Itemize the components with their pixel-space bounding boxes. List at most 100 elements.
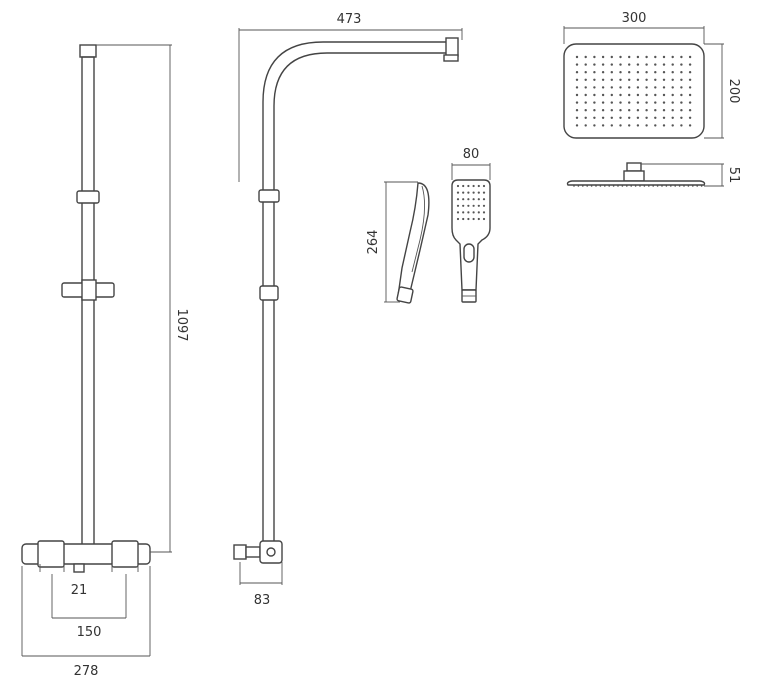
- nozzle-dot: [619, 55, 622, 59]
- nozzle-dot: [688, 86, 692, 89]
- handset-height-label: 264: [366, 230, 381, 255]
- nozzle-dot: [688, 78, 692, 82]
- nozzle-dot: [619, 101, 622, 104]
- nozzle-dot: [462, 217, 465, 221]
- head-height-label: 51: [726, 167, 741, 184]
- nozzle-dot: [456, 211, 460, 214]
- nozzle-dot: [477, 198, 480, 201]
- nozzle-dot: [688, 109, 692, 112]
- nozzle-dot: [586, 185, 588, 187]
- handset-side-view: 264: [366, 181, 430, 304]
- nozzle-dot: [472, 198, 475, 201]
- nozzle-dot: [593, 86, 596, 89]
- nozzle-dot: [582, 185, 584, 187]
- nozzle-dot: [462, 204, 465, 207]
- nozzle-dot: [472, 191, 475, 194]
- nozzle-dot: [696, 185, 698, 187]
- nozzle-dot: [636, 109, 640, 112]
- nozzle-dot: [683, 185, 685, 187]
- nozzle-dot: [628, 78, 631, 82]
- nozzle-dot: [628, 63, 631, 66]
- nozzle-dot: [662, 78, 666, 82]
- nozzle-dot: [593, 124, 596, 127]
- nozzle-dot: [610, 86, 613, 89]
- nozzle-dot: [575, 116, 579, 120]
- nozzle-dot: [462, 184, 465, 188]
- nozzle-dot: [688, 93, 692, 97]
- nozzle-dot: [619, 71, 622, 74]
- nozzle-dot: [467, 217, 470, 221]
- valve-right-handle: [111, 540, 139, 568]
- riser-bracket: [76, 190, 100, 204]
- nozzle-dot: [688, 63, 692, 66]
- nozzle-dot: [577, 185, 580, 187]
- nozzle-dot: [477, 184, 480, 188]
- nozzle-dot: [628, 124, 631, 127]
- nozzle-dot: [636, 116, 640, 120]
- nozzle-dot: [590, 185, 593, 187]
- nozzle-dot: [671, 101, 674, 104]
- nozzle-dot: [610, 124, 613, 127]
- valve-outlet: [73, 563, 85, 573]
- nozzle-dot: [482, 211, 486, 214]
- nozzle-dot: [575, 109, 579, 112]
- nozzle-dot: [584, 93, 587, 97]
- handset-front-body: [451, 179, 491, 291]
- nozzle-dot: [680, 63, 683, 66]
- nozzle-dot: [688, 124, 692, 127]
- nozzle-dot: [654, 109, 657, 112]
- nozzle-dot: [575, 78, 579, 82]
- nozzle-dot: [652, 185, 654, 187]
- nozzle-dot: [601, 116, 605, 120]
- nozzle-dot: [680, 101, 683, 104]
- nozzle-dot: [680, 71, 683, 74]
- nozzle-dot: [575, 55, 579, 59]
- side-bracket-slider: [259, 285, 279, 301]
- nozzle-dot: [636, 124, 640, 127]
- nozzle-dot: [636, 101, 640, 104]
- nozzle-dot: [656, 185, 659, 187]
- nozzle-dot: [601, 124, 605, 127]
- nozzle-dot: [692, 185, 694, 187]
- nozzle-dot: [662, 124, 666, 127]
- nozzle-dot: [610, 71, 613, 74]
- nozzle-dot: [599, 185, 602, 187]
- handset-side-face: [411, 185, 425, 273]
- nozzle-dot: [593, 55, 596, 59]
- nozzle-dot: [573, 185, 575, 187]
- nozzle-dot: [610, 101, 613, 104]
- nozzle-dot: [619, 86, 622, 89]
- wall-elbow: [233, 544, 247, 560]
- nozzle-dot: [584, 78, 587, 82]
- handset-width-label: 80: [463, 147, 480, 162]
- nozzle-dot: [584, 101, 587, 104]
- nozzle-dot: [472, 217, 475, 221]
- nozzle-dot: [662, 63, 666, 66]
- nozzle-dot: [472, 184, 475, 188]
- nozzle-dot: [482, 191, 486, 194]
- nozzle-dot: [628, 116, 631, 120]
- nozzle-dot: [477, 191, 480, 194]
- nozzle-dot: [456, 191, 460, 194]
- nozzle-dot: [671, 71, 674, 74]
- nozzle-dot: [661, 185, 663, 187]
- nozzle-dot: [617, 185, 619, 187]
- nozzle-dot: [593, 71, 596, 74]
- nozzle-dot: [630, 185, 632, 187]
- nozzle-dot: [621, 185, 624, 187]
- nozzle-dot: [628, 109, 631, 112]
- elbow-stem: [245, 546, 261, 558]
- nozzle-dot: [636, 93, 640, 97]
- nozzle-dot: [645, 93, 648, 97]
- nozzle-dot: [619, 63, 622, 66]
- nozzle-dot: [462, 191, 465, 194]
- nozzle-dot: [645, 71, 648, 74]
- handset-front-view: 80: [451, 147, 491, 303]
- nozzle-dot: [575, 86, 579, 89]
- nozzle-dot: [680, 109, 683, 112]
- elbow-dimension-label: 83: [254, 593, 271, 608]
- nozzle-dot: [628, 101, 631, 104]
- nozzle-dot: [612, 185, 615, 187]
- nozzle-dot: [575, 93, 579, 97]
